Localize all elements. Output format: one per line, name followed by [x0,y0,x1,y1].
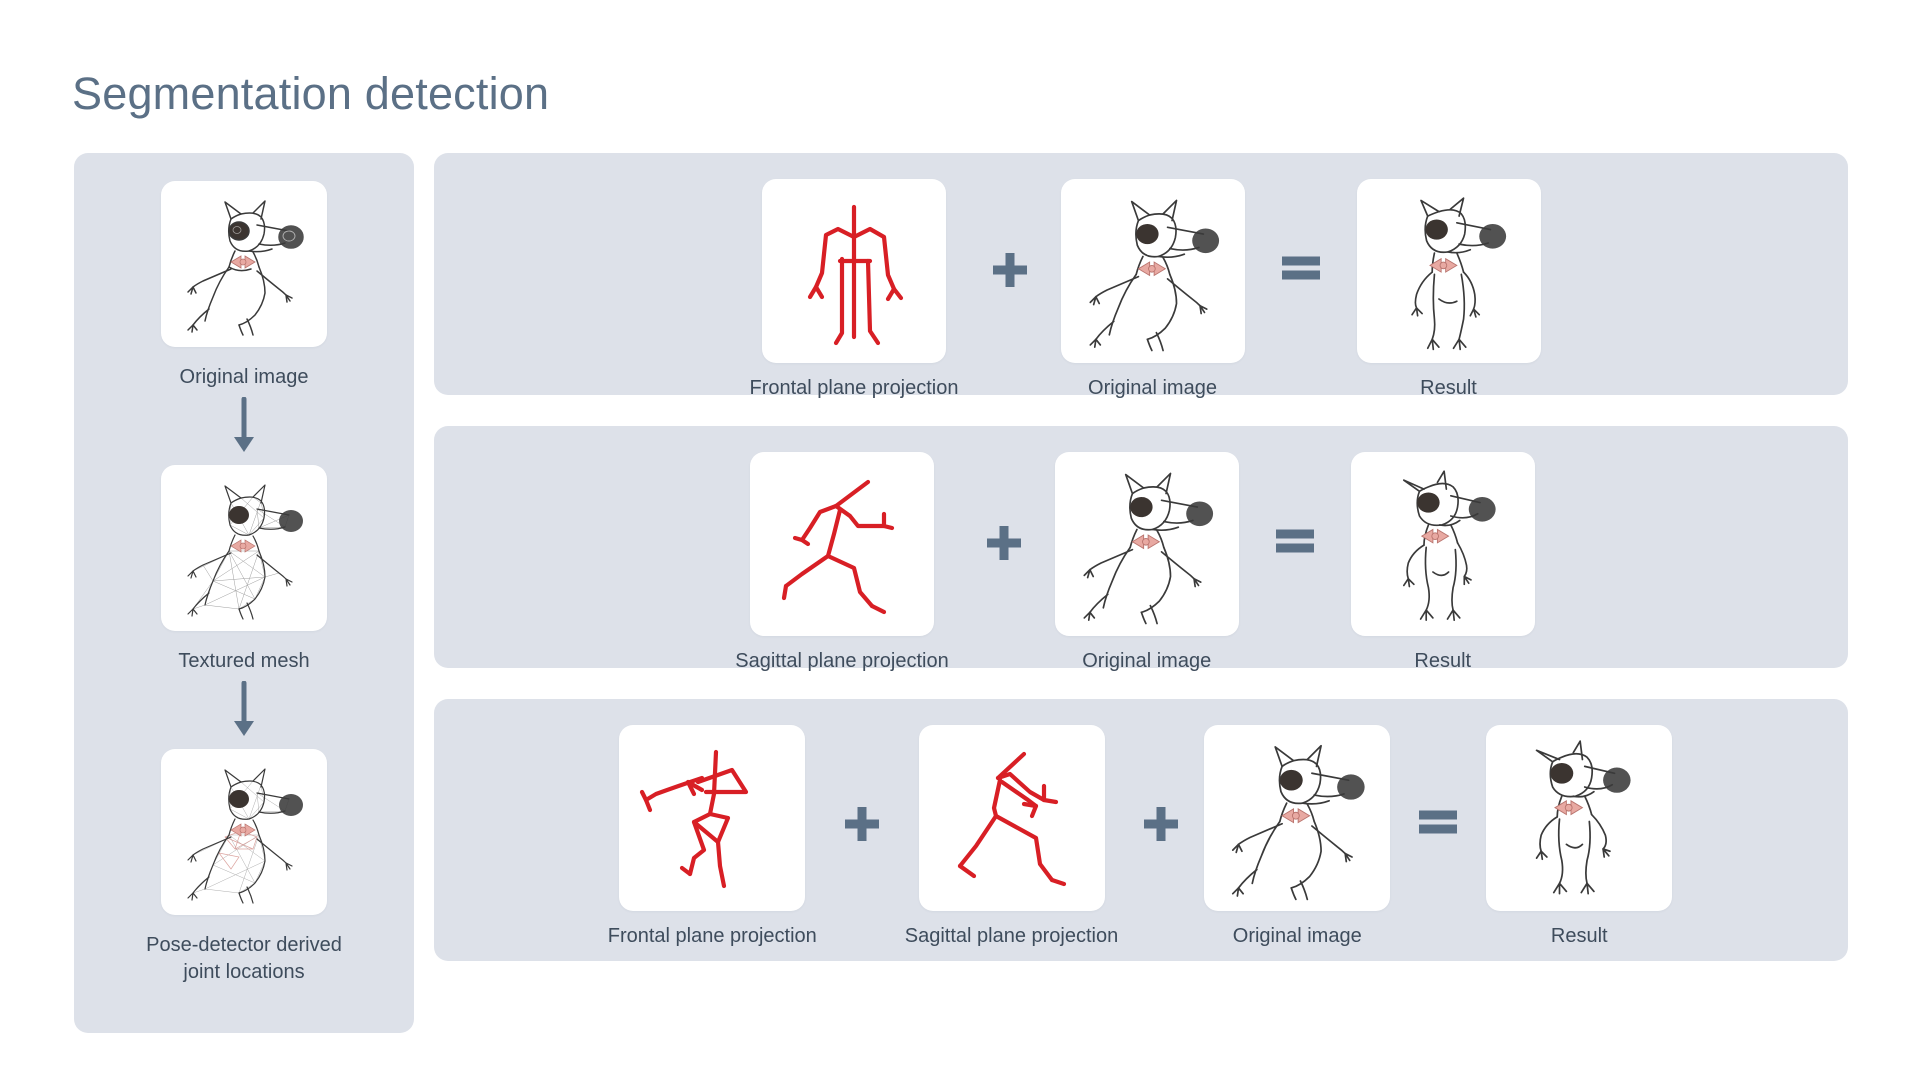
cell-original-image[interactable]: Original image [1060,179,1245,400]
cell-result[interactable]: Result [1356,179,1541,400]
skeleton-frontal2-icon [619,725,806,911]
skeleton-frontal-icon [761,179,946,363]
cell-label: Frontal plane projection [749,377,959,399]
pipeline-stage-label: Original image [179,366,309,388]
cell-original-image[interactable]: Original image [1204,725,1391,948]
plus-icon [841,803,883,845]
bowtie [230,255,256,269]
cell-label: Result [1550,925,1608,947]
cell-label: Sagittal plane projection [904,925,1119,947]
equals-icon [1273,526,1317,556]
skeleton-sagittal-icon [749,452,934,636]
equals-icon [1416,807,1460,837]
cell-label: Original image [1082,650,1212,672]
cell-result[interactable]: Result [1350,452,1535,673]
cell-result[interactable]: Result [1486,725,1673,948]
pipeline-stage-original[interactable]: Original image [161,181,327,391]
cell-label: Frontal plane projection [607,925,817,947]
equals-icon [1279,253,1323,283]
projection-rows: Frontal plane projection [434,153,1848,992]
dog-mesh-thumbnail [161,465,327,631]
row-combined: Frontal plane projection [434,699,1848,961]
dog-sketch-thumbnail [1204,725,1391,911]
cell-sagittal-projection[interactable]: Sagittal plane projection [735,452,949,673]
plus-icon [1140,803,1182,845]
row-sagittal: Sagittal plane projection [434,426,1848,672]
cell-label: Original image [1088,377,1217,399]
arrow-down-icon [231,675,257,749]
cell-sagittal-projection-2[interactable]: Sagittal plane projection [905,725,1118,948]
cell-original-image[interactable]: Original image [1054,452,1239,673]
arrow-down-icon [231,391,257,465]
cell-label: Original image [1232,925,1362,947]
pipeline-stage-label: Textured mesh [178,650,310,672]
dog-sketch-thumbnail [161,181,327,347]
dog-result-combined-thumbnail [1486,725,1673,911]
cell-label: Result [1414,650,1472,672]
cell-label: Sagittal plane projection [735,650,949,672]
cell-frontal-projection[interactable]: Frontal plane projection [749,179,959,400]
pipeline-stage-mesh[interactable]: Textured mesh [161,465,327,675]
dog-result-frontal-thumbnail [1356,179,1541,363]
plus-icon [989,249,1031,291]
dog-sketch-thumbnail [1060,179,1245,363]
row-frontal: Frontal plane projection [434,153,1848,399]
plus-icon [983,522,1025,564]
pipeline-panel: Original image [74,153,414,1033]
page-title: Segmentation detection [72,68,550,119]
dog-result-sagittal-thumbnail [1350,452,1535,636]
dog-sketch-thumbnail [1054,452,1239,636]
skeleton-sagittal2-icon [918,725,1105,911]
cell-frontal-projection-2[interactable]: Frontal plane projection [608,725,817,948]
dog-joints-thumbnail [160,749,327,915]
cell-label: Result [1420,377,1477,399]
